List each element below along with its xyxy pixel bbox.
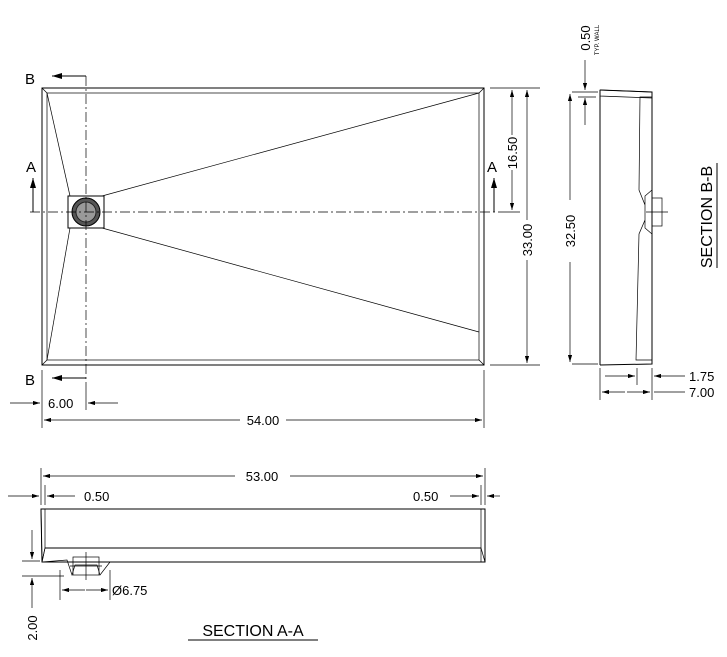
dim-height: 7.00 [689,385,714,400]
dim-drain-offset: 6.00 [48,396,73,411]
section-b-label-top: B [25,71,35,88]
dim-inner-length: 53.00 [246,469,279,484]
dim-half-width: 16.50 [505,137,520,170]
section-a-a: 53.00 0.50 0.50 2.00 Ø6.75 SECTION A-A [8,468,500,641]
section-a-label-right: A [487,159,497,176]
dim-wall-note: TYP. WALL [595,24,601,55]
dim-wall-left: 0.50 [84,489,109,504]
dim-flange: 1.75 [689,369,714,384]
dim-drain-dia: Ø6.75 [112,583,147,598]
dim-wall-right: 0.50 [413,489,438,504]
section-a-label-left: A [26,159,36,176]
section-b-label-bottom: B [25,372,35,389]
section-b-title: SECTION B-B [699,166,716,268]
pan-outline [41,87,485,366]
slope-lines [46,92,480,361]
dim-drain-depth: 2.00 [25,615,40,640]
plan-view: A A B B 16.50 33.00 6.00 54.00 [10,71,540,428]
dim-width: 33.00 [520,224,535,257]
dim-wall: 0.50 [578,25,593,50]
dim-length: 54.00 [247,413,280,428]
pan-inner-edge [46,92,480,361]
section-a-title: SECTION A-A [202,623,304,640]
section-b-b: 32.50 0.50 TYP. WALL 1.75 7.00 SECTION B… [563,24,718,400]
dim-inner-width: 32.50 [563,215,578,248]
